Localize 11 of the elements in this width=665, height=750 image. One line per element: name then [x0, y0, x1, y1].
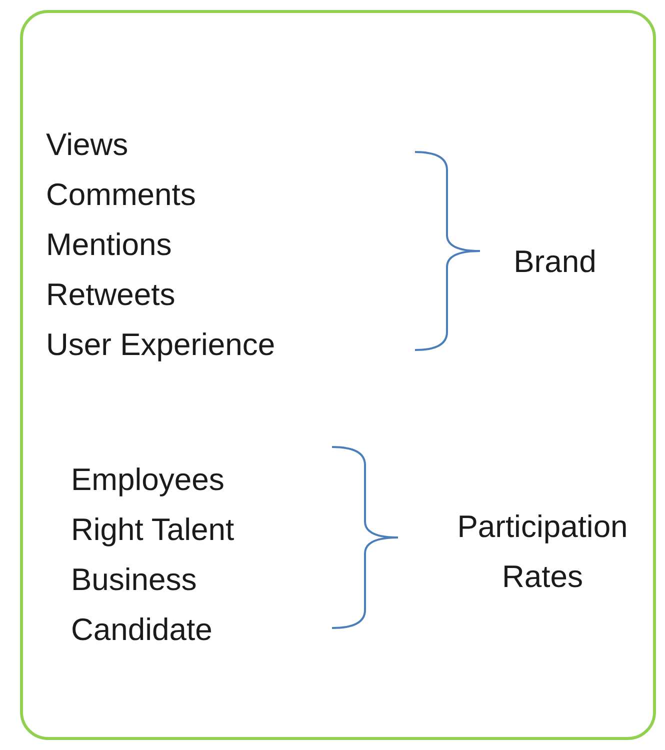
list-item: Right Talent: [71, 511, 234, 549]
list-item: Business: [71, 561, 197, 599]
list-item: Mentions: [46, 226, 172, 264]
list-item: User Experience: [46, 326, 276, 364]
list-item: Employees: [71, 461, 224, 499]
group-label: Participation Rates: [456, 508, 629, 596]
list-item: Comments: [46, 176, 196, 214]
group-label: Brand: [512, 243, 598, 281]
list-item: Views: [46, 126, 128, 164]
list-item: Retweets: [46, 276, 176, 314]
list-item: Candidate: [71, 611, 212, 649]
